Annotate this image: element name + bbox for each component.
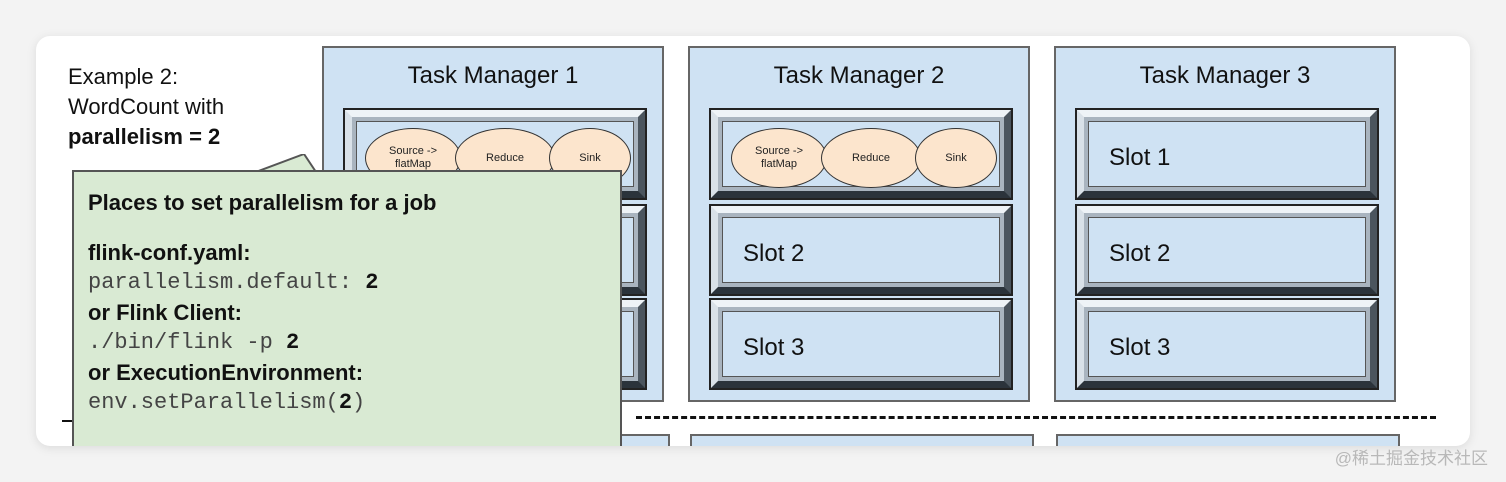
slot-3: Slot 3 bbox=[1075, 298, 1379, 390]
figure-card: Example 2: WordCount with parallelism = … bbox=[36, 36, 1470, 446]
slot-label: Slot 3 bbox=[1109, 334, 1171, 361]
execution-env-code: env.setParallelism(2) bbox=[88, 390, 366, 415]
parallelism-callout: Places to set parallelism for a job flin… bbox=[72, 170, 622, 446]
slot-1: Source ->flatMap Reduce Sink bbox=[709, 108, 1013, 200]
config-file-heading: flink-conf.yaml: bbox=[88, 240, 251, 265]
example-title: Example 2: bbox=[68, 64, 179, 89]
next-task-manager-3 bbox=[1056, 434, 1400, 446]
task-manager-2: Task Manager 2 Source ->flatMap Reduce S… bbox=[688, 46, 1030, 402]
example-subtitle: WordCount with bbox=[68, 94, 225, 119]
operator-sink: Sink bbox=[915, 128, 997, 188]
operator-reduce: Reduce bbox=[821, 128, 921, 188]
slot-label: Slot 2 bbox=[1109, 240, 1171, 267]
slot-label: Slot 1 bbox=[1109, 144, 1171, 171]
parallelism-label: parallelism = 2 bbox=[68, 124, 221, 149]
client-heading: or Flink Client: bbox=[88, 300, 242, 325]
task-manager-title: Task Manager 3 bbox=[1139, 62, 1311, 89]
slot-1: Slot 1 bbox=[1075, 108, 1379, 200]
slot-label: Slot 3 bbox=[743, 334, 805, 361]
execution-env-heading: or ExecutionEnvironment: bbox=[88, 360, 364, 385]
watermark: @稀土掘金技术社区 bbox=[1334, 449, 1488, 468]
slot-3: Slot 3 bbox=[709, 298, 1013, 390]
slot-label: Slot 2 bbox=[743, 240, 805, 267]
slot-2: Slot 2 bbox=[709, 204, 1013, 296]
task-manager-title: Task Manager 1 bbox=[407, 62, 579, 89]
client-code: ./bin/flink -p 2 bbox=[88, 330, 300, 355]
operator-source-flatmap: Source ->flatMap bbox=[731, 128, 827, 188]
config-file-code: parallelism.default: 2 bbox=[88, 270, 379, 295]
example-caption: Example 2: WordCount with parallelism = … bbox=[68, 62, 224, 152]
task-manager-3: Task Manager 3 Slot 1 Slot 2 Slot 3 bbox=[1054, 46, 1396, 402]
slot-2: Slot 2 bbox=[1075, 204, 1379, 296]
task-manager-title: Task Manager 2 bbox=[773, 62, 945, 89]
callout-title: Places to set parallelism for a job bbox=[88, 190, 437, 215]
dashed-divider bbox=[636, 416, 1436, 419]
next-task-manager-2 bbox=[690, 434, 1034, 446]
